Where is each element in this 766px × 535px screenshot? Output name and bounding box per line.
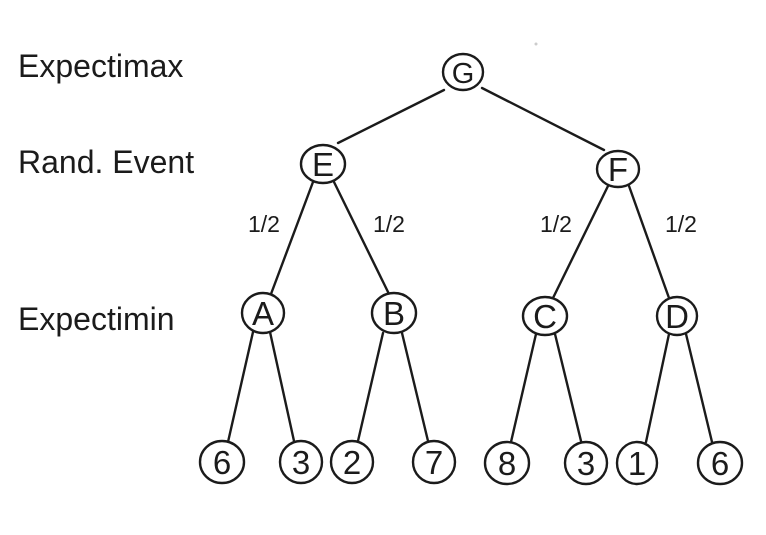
node-E: E (299, 143, 347, 185)
leaf-4-value: 8 (498, 445, 516, 482)
leaf-node: 3 (563, 440, 609, 486)
node-A-label: A (252, 295, 274, 332)
edge-E-A (269, 180, 315, 296)
edge-C-leaf3 (553, 332, 583, 443)
edge-F-D (627, 184, 671, 300)
node-B: B (370, 291, 418, 335)
leaf-7-circle (696, 440, 744, 486)
edge-B-leaf2 (356, 331, 385, 443)
row-label-rand-event: Rand. Event (18, 144, 194, 180)
node-B-label: B (383, 295, 405, 332)
edge-E-B (332, 180, 391, 296)
leaf-5-circle (563, 440, 609, 486)
leaf-0-circle (198, 439, 246, 485)
leaf-node: 2 (329, 439, 375, 485)
edge-G-E (336, 88, 446, 145)
node-B-circle (370, 291, 418, 335)
edge-A-leaf6 (226, 330, 255, 444)
prob-label-E-right: 1/2 (373, 211, 405, 237)
leaf-2-value: 2 (343, 444, 361, 481)
leaf-6-value: 1 (628, 445, 646, 482)
edge-D-leaf1 (644, 332, 671, 444)
edge-G-F (480, 86, 606, 152)
leaf-1-value: 3 (292, 444, 310, 481)
node-D-label: D (665, 298, 689, 335)
node-E-circle (299, 143, 347, 185)
node-D-circle (655, 295, 699, 337)
leaf-0-value: 6 (213, 444, 231, 481)
node-F-label: F (608, 151, 628, 188)
node-G-circle (441, 52, 485, 92)
node-G-label: G (452, 58, 475, 90)
leaf-2-circle (329, 439, 375, 485)
leaf-4-circle (483, 440, 531, 486)
leaf-7-value: 6 (711, 445, 729, 482)
leaf-node: 8 (483, 440, 531, 486)
edge-D-leaf6 (684, 332, 714, 444)
edge-F-C (551, 184, 610, 300)
leaf-node: 6 (198, 439, 246, 485)
node-C: C (521, 295, 569, 337)
leaf-3-value: 7 (425, 444, 443, 481)
leaf-node: 7 (411, 439, 457, 485)
prob-label-E-left: 1/2 (248, 211, 280, 237)
node-A-circle (240, 291, 286, 335)
leaf-3-circle (411, 439, 457, 485)
edge-B-leaf7 (400, 331, 430, 443)
prob-label-F-right: 1/2 (665, 211, 697, 237)
leaf-node: 3 (278, 439, 324, 485)
row-label-expectimin: Expectimin (18, 301, 175, 337)
prob-label-F-left: 1/2 (540, 211, 572, 237)
leaf-5-value: 3 (577, 445, 595, 482)
leaf-6-circle (615, 440, 659, 486)
node-E-label: E (312, 146, 334, 183)
node-F-circle (595, 149, 641, 189)
node-C-label: C (533, 298, 557, 335)
node-D: D (655, 295, 699, 337)
leaf-1-circle (278, 439, 324, 485)
leaf-node: 1 (615, 440, 659, 486)
row-label-expectimax: Expectimax (18, 48, 183, 84)
node-G: G (441, 52, 485, 92)
node-A: A (240, 291, 286, 335)
edge-A-leaf3 (268, 330, 296, 443)
leaf-node: 6 (696, 440, 744, 486)
node-C-circle (521, 295, 569, 337)
stray-dot (534, 42, 538, 46)
node-F: F (595, 149, 641, 189)
edge-C-leaf8 (509, 332, 538, 444)
